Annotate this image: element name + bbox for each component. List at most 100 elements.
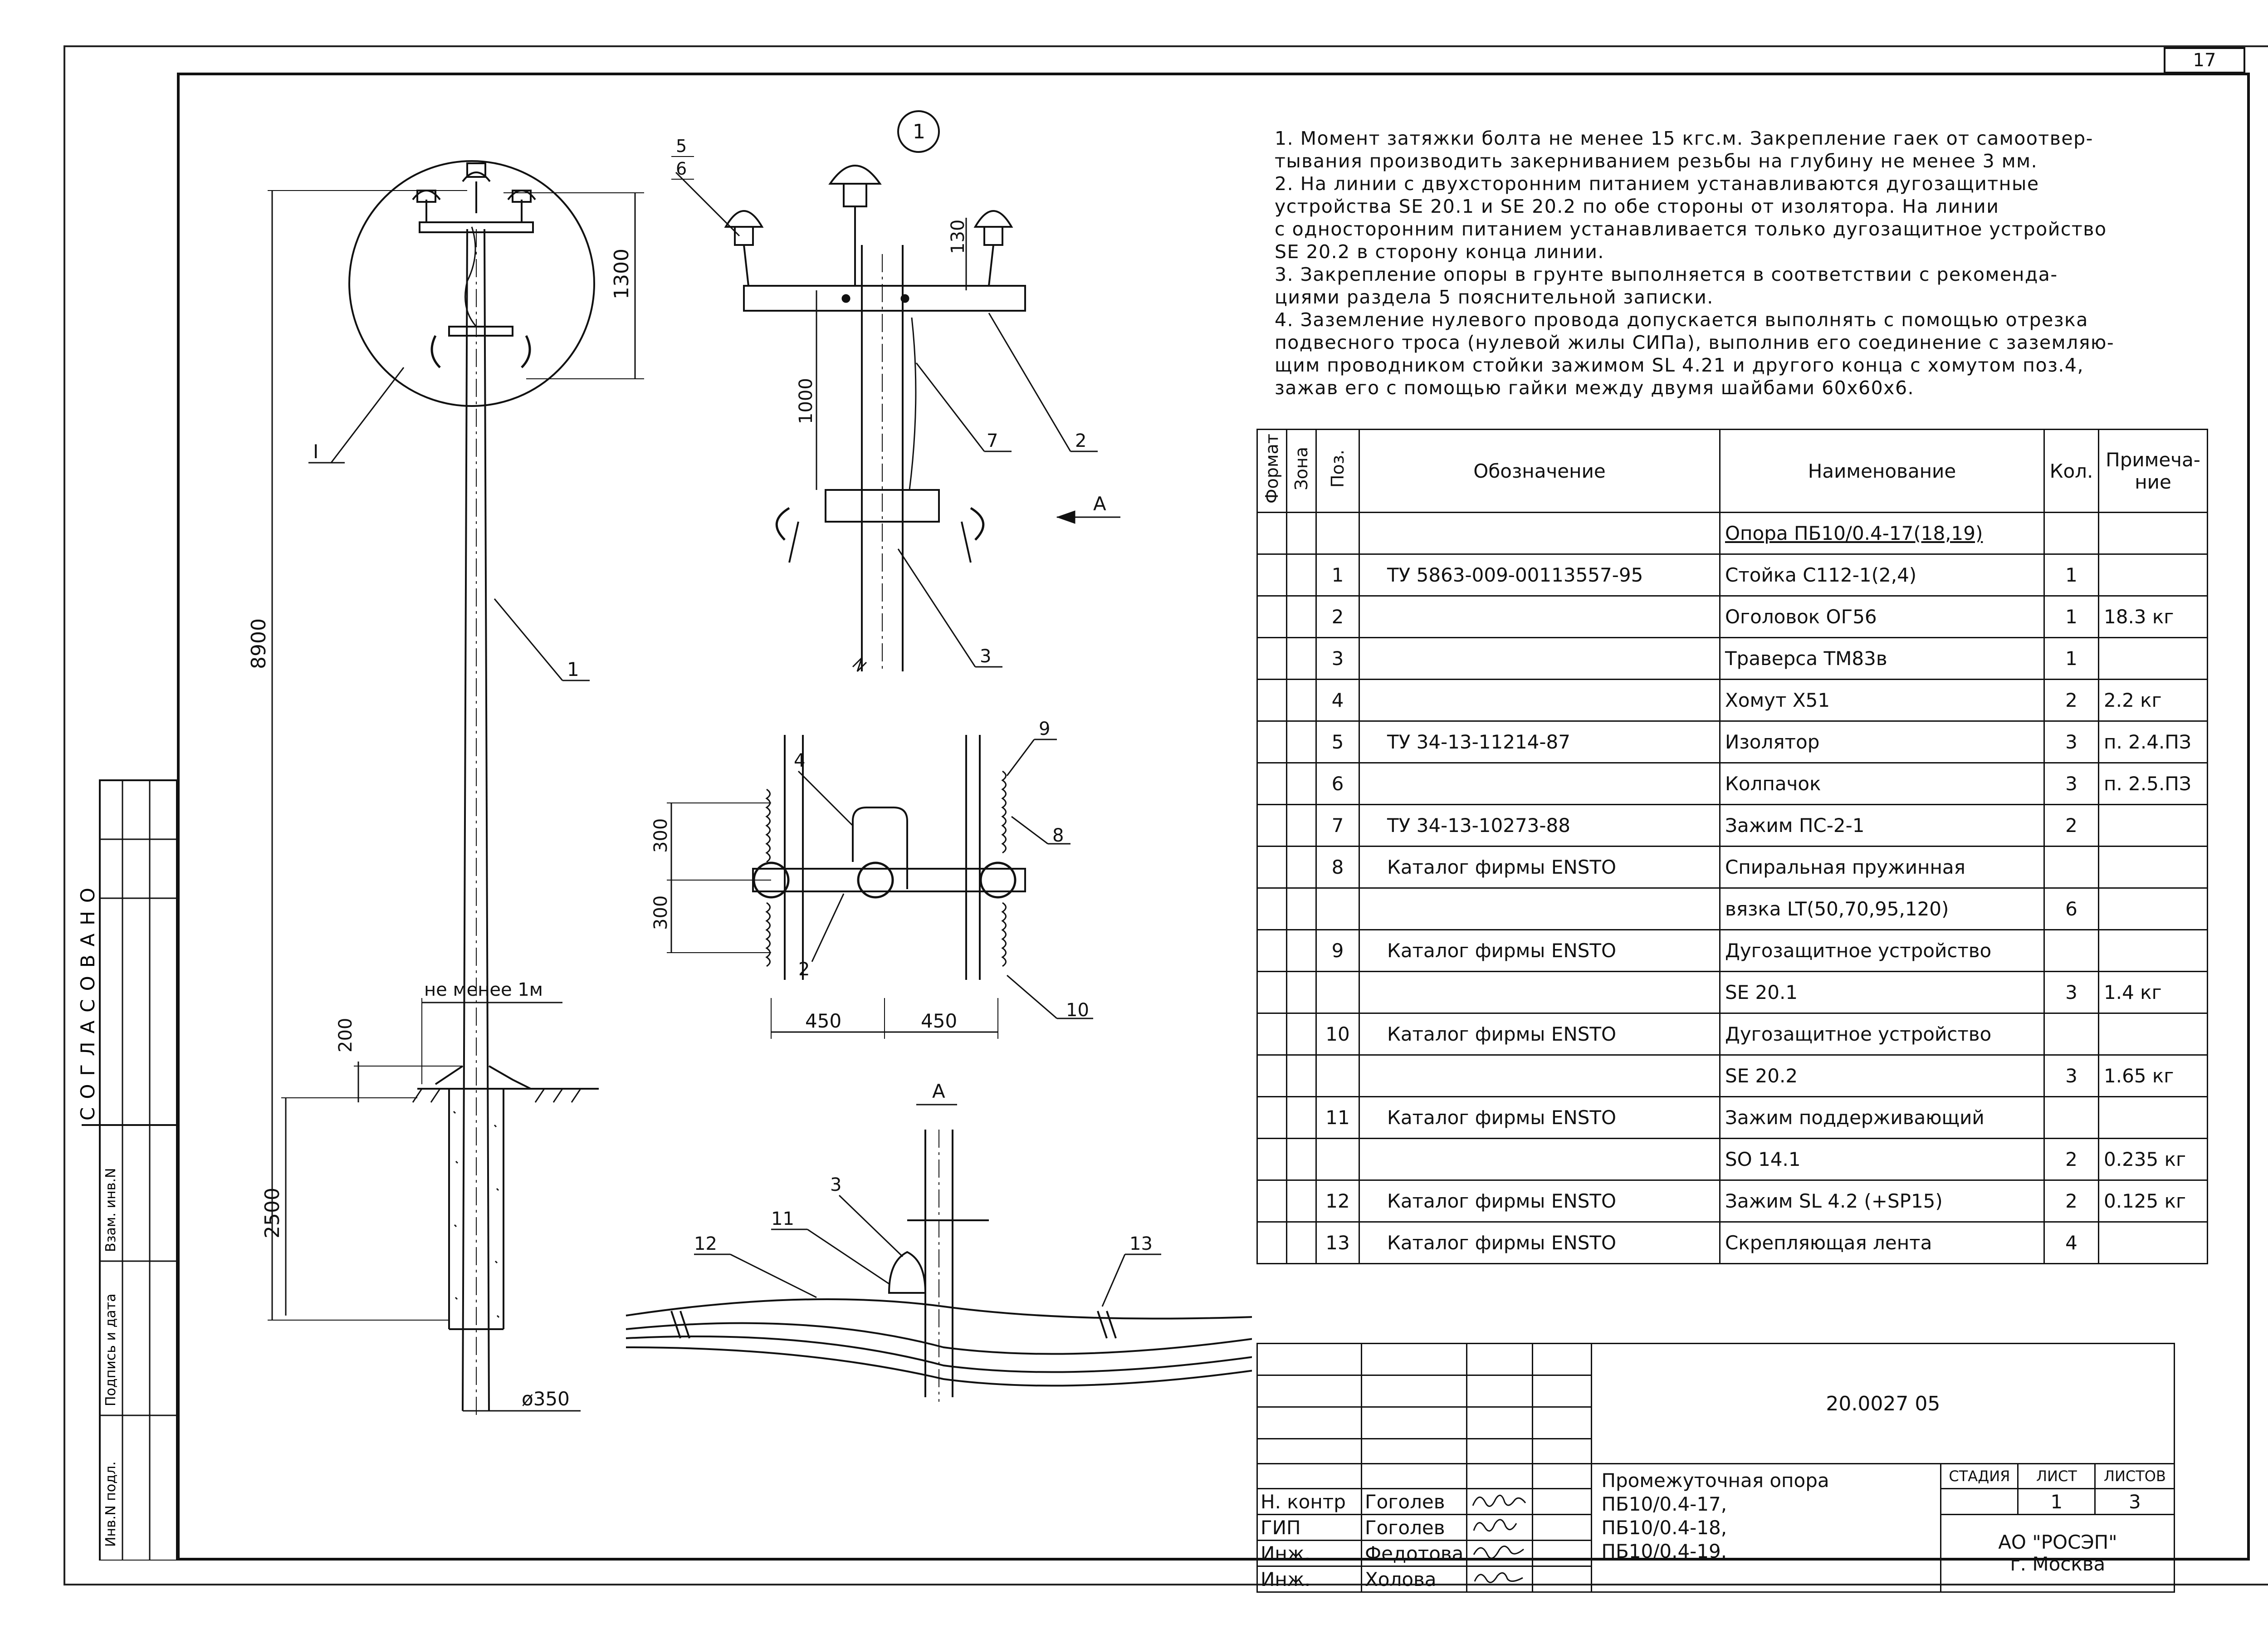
spec-note-cell: 0.235 кг [2098,1138,2208,1181]
spec-pos-cell [1315,971,1360,1014]
spec-zone-cell [1286,971,1317,1014]
spec-name-cell: Изолятор [1719,720,2045,763]
spec-name-cell: SE 20.2 [1719,1054,2045,1097]
spec-format-cell [1256,804,1287,847]
plan-view: 300 300 450 450 4 9 8 2 10 [650,719,1093,1039]
spec-designation-cell: Каталог фирмы ENSTO [1359,1096,1721,1139]
specification-table: Формат Зона Поз. Обозначение Наименовани… [1256,429,2208,1264]
spec-note-cell [2098,512,2208,555]
spec-qty-cell [2043,846,2099,889]
spec-designation-cell: ТУ 34-13-10273-88 [1359,804,1721,847]
spec-name-cell: Дугозащитное устройство [1719,1013,2045,1056]
spec-header-format: Формат [1256,429,1287,513]
pos-4: 4 [794,750,805,771]
dim-130: 130 [948,220,968,254]
spec-name-cell: Скрепляющая лента [1719,1221,2045,1264]
spec-zone-cell [1286,1179,1317,1223]
dim-200: 200 [335,1018,356,1052]
spec-zone-cell [1286,1096,1317,1139]
spec-zone-cell [1286,595,1317,638]
sheet-value: 1 [2017,1488,2096,1515]
spec-note-cell [2098,1013,2208,1056]
spec-designation-cell [1359,887,1721,930]
drawing-title: Промежуточная опора ПБ10/0.4-17, ПБ10/0.… [1591,1463,1942,1593]
spec-designation-cell [1359,595,1721,638]
spec-format-cell [1256,971,1287,1014]
signature-cell [1466,1566,1534,1593]
side-inv-replace-label: Взам. инв.N [103,1168,119,1252]
spec-pos-cell: 7 [1315,804,1360,847]
pole-elevation: 8900 1300 2500 200 не менее 1м ø350 I 1 [247,160,644,1415]
spec-note-cell [2098,637,2208,680]
pos-3b: 3 [830,1174,841,1195]
pos-3: 3 [980,646,991,667]
side-agreed-label: СОГЛАСОВАНО [77,880,99,1120]
spec-zone-cell [1286,512,1317,555]
spec-format-cell [1256,512,1287,555]
spec-note-cell [2098,1221,2208,1264]
spec-qty-cell: 2 [2043,804,2099,847]
pos-2b: 2 [798,959,810,980]
spec-pos-cell [1315,512,1360,555]
spec-note-cell: п. 2.4.ПЗ [2098,720,2208,763]
spec-name-cell: Зажим ПС-2-1 [1719,804,2045,847]
spec-zone-cell [1286,887,1317,930]
spec-designation-cell: Каталог фирмы ENSTO [1359,929,1721,972]
spec-qty-cell [2043,929,2099,972]
name-cell: Гоголев [1360,1488,1468,1515]
spec-name-cell: Дугозащитное устройство [1719,929,2045,972]
spec-note-cell: 2.2 кг [2098,679,2208,722]
spec-qty-cell: 1 [2043,637,2099,680]
note-line: тывания производить закерниванием резьбы… [1275,150,2038,172]
spec-format-cell [1256,762,1287,805]
spec-format-cell [1256,929,1287,972]
spec-zone-cell [1286,1138,1317,1181]
spec-note-cell [2098,804,2208,847]
pos-10: 10 [1066,1000,1089,1021]
spec-pos-cell: 1 [1315,553,1360,597]
spec-pos-cell [1315,1054,1360,1097]
spec-designation-cell: Каталог фирмы ENSTO [1359,1221,1721,1264]
dim-1300: 1300 [610,249,633,299]
spec-header-note: Примеча-ние [2098,429,2208,513]
spec-pos-cell: 8 [1315,846,1360,889]
spec-zone-cell [1286,553,1317,597]
dim-300-bottom: 300 [650,895,671,930]
role-cell: Инж. [1256,1566,1362,1593]
dim-300-top: 300 [650,818,671,853]
spec-qty-cell: 2 [2043,1179,2099,1223]
spec-pos-cell: 12 [1315,1179,1360,1223]
pos-9: 9 [1039,719,1050,739]
sheet-number: 17 [2164,47,2245,73]
spec-name-cell: Опора ПБ10/0.4-17(18,19) [1719,512,2045,555]
spec-pos-cell: 4 [1315,679,1360,722]
spec-qty-cell: 1 [2043,553,2099,597]
spec-format-cell [1256,1096,1287,1139]
spec-name-cell: Колпачок [1719,762,2045,805]
general-notes: 1. Момент затяжки болта не менее 15 кгс.… [1275,127,2227,399]
spec-qty-cell [2043,512,2099,555]
spec-format-cell [1256,720,1287,763]
note-line: устройства SE 20.1 и SE 20.2 по обе стор… [1275,196,1999,217]
spec-format-cell [1256,1221,1287,1264]
spec-note-cell: п. 2.5.ПЗ [2098,762,2208,805]
spec-designation-cell: ТУ 34-13-11214-87 [1359,720,1721,763]
pos-6: 6 [676,159,687,179]
spec-name-cell: Траверса ТМ83в [1719,637,2045,680]
spec-format-cell [1256,553,1287,597]
sheet-outer-border [64,45,2268,1585]
note-line: щим проводником стойки зажимом SL 4.21 и… [1275,354,2084,376]
view-A2-label: А [932,1080,945,1102]
sheets-label: ЛИСТОВ [2094,1463,2175,1489]
callout-I: I [313,440,318,463]
spec-designation-cell: Каталог фирмы ENSTO [1359,1179,1721,1223]
spec-zone-cell [1286,637,1317,680]
spec-pos-cell: 11 [1315,1096,1360,1139]
spec-zone-cell [1286,804,1317,847]
